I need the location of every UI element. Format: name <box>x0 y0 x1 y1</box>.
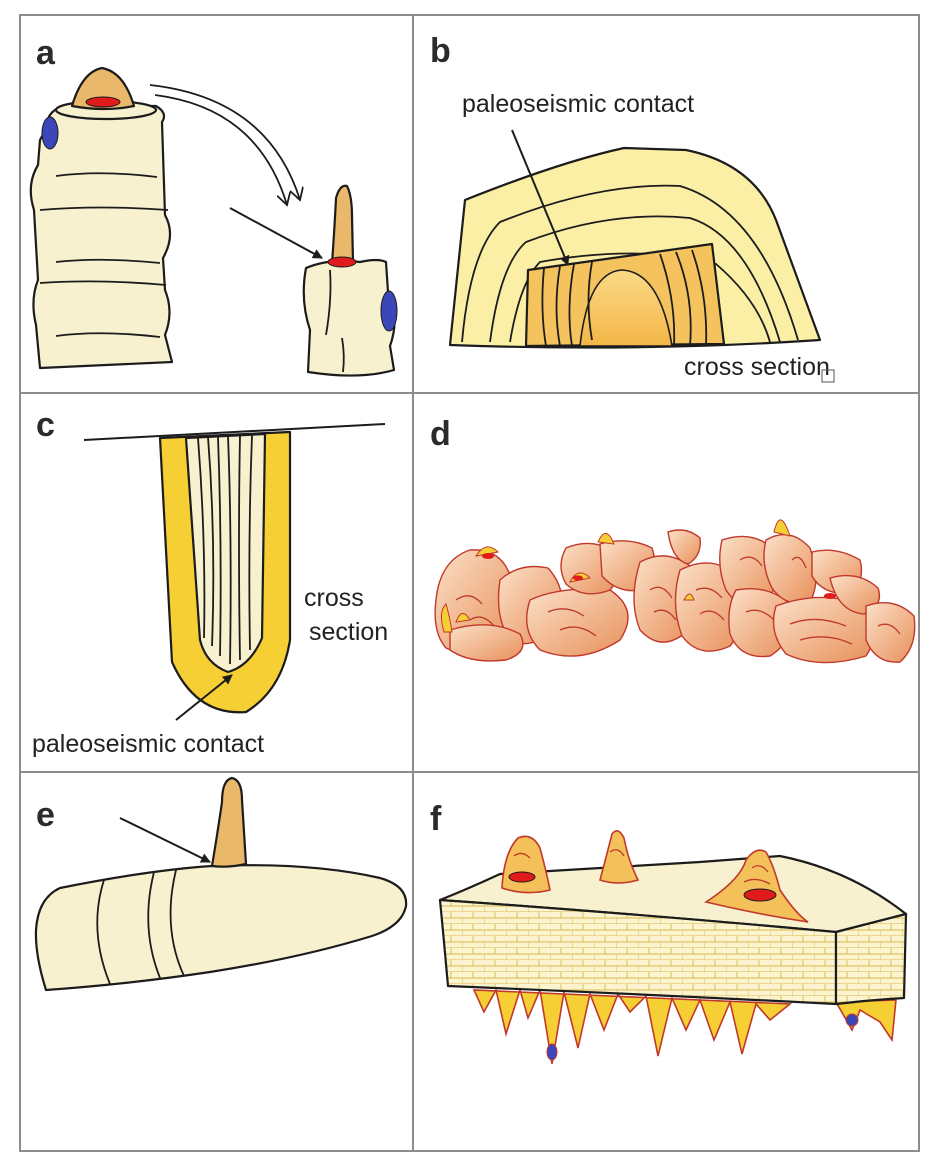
panel-f: f <box>430 800 908 1065</box>
annotation-paleoseismic-contact-b: paleoseismic contact <box>462 90 694 118</box>
annotation-cross-section-b: cross section <box>684 353 830 381</box>
panel-label-f: f <box>430 800 442 838</box>
panel-label-e: e <box>36 796 55 834</box>
panel-a: a <box>29 34 398 377</box>
pointer-arrow-icon <box>119 817 211 863</box>
pointer-arrow-icon <box>175 674 233 721</box>
substrate-block <box>438 830 908 1065</box>
rock-cluster <box>434 519 916 664</box>
annotation-section-c: section <box>309 618 388 646</box>
tube-cross-section <box>158 430 292 714</box>
panel-label-c: c <box>36 406 55 444</box>
annotation-paleoseismic-contact-c: paleoseismic contact <box>32 730 264 758</box>
panel-grid <box>19 14 920 1152</box>
panel-e: e <box>34 776 408 992</box>
pointer-arrow-icon <box>229 207 323 259</box>
tube-large <box>29 66 174 370</box>
panel-d: d <box>430 415 916 664</box>
panel-label-a: a <box>36 34 56 72</box>
annotation-cross-c: cross <box>304 584 364 612</box>
pointer-arrow-icon <box>511 129 570 266</box>
tube-small <box>302 184 398 377</box>
tube-horizontal <box>34 776 408 992</box>
panel-c: c cross section paleoseismic contact <box>32 406 388 758</box>
cross-section-dome <box>448 146 822 349</box>
curved-double-arrow-icon <box>149 84 300 205</box>
panel-label-d: d <box>430 415 451 453</box>
panel-label-b: b <box>430 32 451 70</box>
panel-b: b paleoseismic contact cross section <box>430 32 835 383</box>
